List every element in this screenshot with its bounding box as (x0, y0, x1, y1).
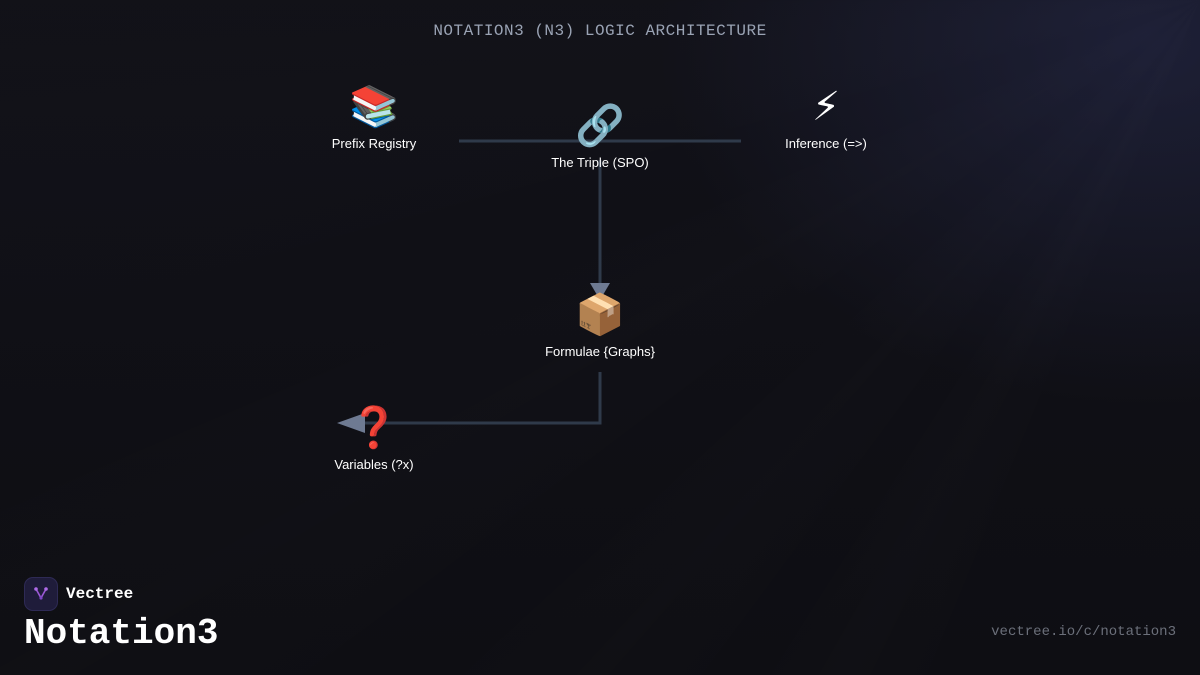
node-label: Formulae {Graphs} (545, 344, 655, 359)
node-inference[interactable]: ⚡ Inference (=>) (746, 82, 906, 151)
page-url[interactable]: vectree.io/c/notation3 (991, 624, 1176, 640)
node-the-triple[interactable]: 🔗 The Triple (SPO) (520, 101, 680, 170)
node-label: Prefix Registry (331, 136, 417, 151)
brand-name: Vectree (66, 585, 134, 603)
vectree-logo-icon (24, 577, 58, 611)
question-icon: ❓ (349, 406, 399, 450)
lightning-icon: ⚡ (811, 85, 841, 129)
node-prefix-registry[interactable]: 📚 Prefix Registry (294, 82, 454, 151)
edge-formulae-variables (362, 372, 602, 425)
link-icon: 🔗 (575, 104, 625, 148)
books-icon: 📚 (349, 85, 399, 129)
node-label: The Triple (SPO) (551, 155, 649, 170)
node-label: Inference (=>) (785, 136, 867, 151)
package-icon: 📦 (575, 293, 625, 337)
arrowhead-formulae (590, 283, 610, 300)
node-formulae[interactable]: 📦 Formulae {Graphs} (520, 290, 680, 359)
node-variables[interactable]: ❓ Variables (?x) (294, 403, 454, 472)
node-label: Variables (?x) (334, 457, 414, 472)
brand: Vectree (24, 577, 133, 611)
page-title: Notation3 (24, 613, 219, 654)
diagram-title: NOTATION3 (N3) LOGIC ARCHITECTURE (433, 22, 767, 40)
arrowhead-variables (337, 413, 365, 433)
